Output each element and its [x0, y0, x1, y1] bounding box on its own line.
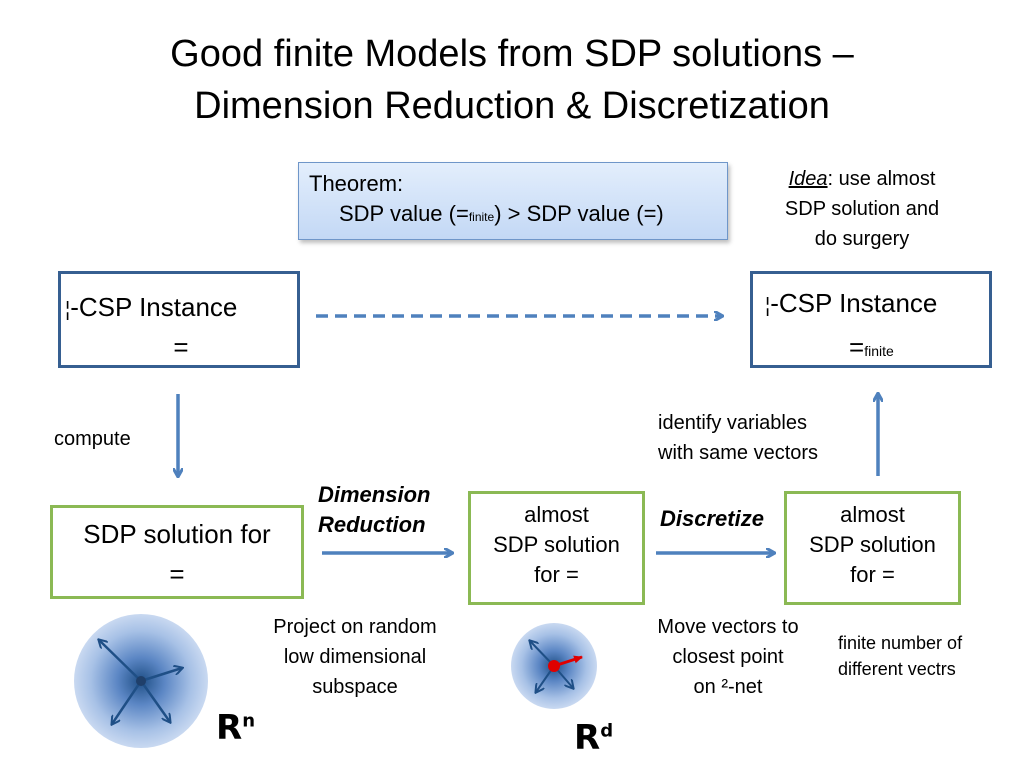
almost-sdp-solution-box: almost SDP solution for =	[468, 491, 645, 605]
idea-note: Idea: use almost SDP solution and do sur…	[752, 164, 972, 254]
idea-line-3: do surgery	[814, 228, 910, 250]
discretized-sdp-solution-box: almost SDP solution for =	[784, 491, 961, 605]
sdp-solution-box: SDP solution for =	[50, 505, 304, 599]
theorem-box: Theorem: SDP value (=finite) > SDP value…	[298, 162, 728, 240]
rd-label: Rd	[574, 718, 613, 758]
rn-label: Rn	[216, 708, 255, 748]
theorem-text-b: ) > SDP value (=)	[494, 201, 664, 226]
idea-line-2: SDP solution and	[784, 198, 940, 220]
rn-vectors	[99, 640, 182, 724]
theorem-statement: SDP value (=finite) > SDP value (=)	[309, 201, 717, 227]
finite-number-note: finite number of different vectrs	[838, 630, 962, 682]
rn-superscript: n	[242, 710, 256, 732]
rd-base: R	[574, 718, 601, 758]
almost-sdp-line-1: almost	[524, 502, 589, 527]
move-line-3: on ²-net	[693, 676, 763, 698]
csp-finite-subscript: finite	[864, 343, 894, 359]
identify-line-1: identify variables	[658, 412, 807, 434]
title-line-1: Good finite Models from SDP solutions –	[170, 33, 854, 75]
idea-word: Idea	[788, 168, 828, 190]
theorem-label: Theorem:	[309, 171, 404, 196]
move-line-1: Move vectors to	[657, 616, 799, 638]
compute-label: compute	[54, 428, 131, 450]
csp-finite-eq: =	[849, 332, 865, 362]
csp-instance-symbol: =	[173, 332, 189, 362]
csp-finite-prefix-glyph: ¦	[765, 295, 771, 317]
finite-number-line-1: finite number of	[838, 633, 963, 653]
page-title: Good finite Models from SDP solutions – …	[0, 28, 1024, 132]
move-line-2: closest point	[672, 646, 784, 668]
project-line-1: Project on random	[273, 616, 437, 638]
identify-line-2: with same vectors	[658, 442, 819, 464]
dimension-reduction-line-1: Dimension	[318, 482, 431, 507]
rd-origin	[548, 660, 560, 672]
rn-base: R	[216, 708, 243, 748]
discretized-sdp-line-3: for =	[850, 562, 895, 587]
idea-line-1: Idea: use almost	[752, 164, 972, 194]
discretized-sdp-line-1: almost	[840, 502, 905, 527]
project-note: Project on random low dimensional subspa…	[250, 612, 460, 702]
finite-number-line-2: different vectrs	[838, 659, 956, 679]
csp-instance-finite-box: ¦-CSP Instance =finite	[750, 271, 992, 368]
dimension-reduction-line-2: Reduction	[318, 512, 426, 537]
almost-sdp-line-3: for =	[534, 562, 579, 587]
move-vectors-note: Move vectors to closest point on ²-net	[630, 612, 826, 702]
csp-prefix-glyph: ¦	[65, 299, 71, 321]
project-line-3: subspace	[312, 676, 398, 698]
dimension-reduction-label: Dimension Reduction	[318, 480, 430, 540]
title-line-2: Dimension Reduction & Discretization	[194, 85, 830, 127]
theorem-text-a: SDP value (=	[339, 201, 469, 226]
csp-instance-box: ¦-CSP Instance =	[58, 271, 300, 368]
rn-origin	[136, 676, 146, 686]
theorem-subscript: finite	[468, 210, 495, 224]
csp-finite-title: ¦-CSP Instance	[765, 288, 937, 319]
discretize-label: Discretize	[660, 506, 764, 531]
almost-sdp-line-2: SDP solution	[493, 532, 620, 557]
csp-finite-label: -CSP Instance	[770, 288, 938, 318]
identify-variables-label: identify variables with same vectors	[658, 408, 818, 468]
csp-finite-symbol: =finite	[849, 332, 894, 363]
csp-instance-label: -CSP Instance	[70, 292, 238, 322]
idea-rest: : use almost	[827, 168, 936, 190]
discretized-sdp-line-2: SDP solution	[809, 532, 936, 557]
project-line-2: low dimensional	[283, 646, 427, 668]
sdp-solution-line-2: =	[169, 559, 185, 589]
csp-instance-title: ¦-CSP Instance	[65, 292, 237, 323]
sdp-solution-line-1: SDP solution for	[83, 519, 271, 549]
rd-superscript: d	[600, 720, 614, 742]
